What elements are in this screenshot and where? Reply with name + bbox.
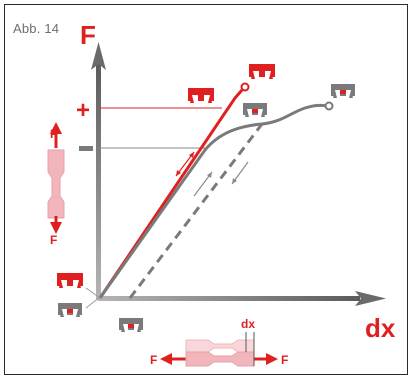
- force-label-bottom-right: F: [281, 353, 288, 367]
- horizontal-specimen-icon: [160, 332, 278, 367]
- clamp-gray-icon: [58, 303, 82, 317]
- clamp-gray-icon: [119, 318, 143, 332]
- origin-tick-2: [85, 287, 101, 299]
- figure-label: Abb. 14: [13, 21, 60, 36]
- red-load-curve: [98, 89, 244, 299]
- force-label-left-bottom: F: [50, 233, 57, 247]
- gray-up-arrow-icon: [193, 171, 213, 197]
- clamp-red-icon: [188, 88, 214, 103]
- gray-curve-endpoint: [324, 101, 334, 111]
- y-axis-label: F: [80, 20, 96, 50]
- x-axis-label: dx: [365, 313, 396, 343]
- clamp-gray-icon: [243, 103, 267, 117]
- vertical-specimen-icon: [47, 122, 65, 234]
- red-curve-endpoint: [240, 82, 250, 92]
- x-axis: [98, 291, 386, 306]
- figure-frame: [4, 4, 408, 375]
- clamp-gray-icon: [331, 84, 355, 98]
- gray-down-arrow-icon: [231, 161, 249, 185]
- minus-marker: [79, 146, 93, 151]
- gray-unloading-line: [128, 123, 264, 299]
- gray-load-curve: [98, 103, 328, 299]
- x-axis-arrowhead-icon: [355, 291, 386, 306]
- clamp-red-icon: [57, 273, 83, 288]
- force-label-bottom-left: F: [150, 353, 157, 367]
- red-direction-arrow-icon: [175, 151, 195, 177]
- clamp-red-icon: [249, 64, 275, 79]
- force-label-left-top: F: [50, 127, 57, 141]
- y-axis-arrowhead-icon: [91, 42, 106, 70]
- dx-label-bottom: dx: [241, 317, 255, 331]
- y-axis: [91, 42, 106, 300]
- origin-tick: [85, 296, 101, 309]
- plus-marker: +: [76, 97, 90, 124]
